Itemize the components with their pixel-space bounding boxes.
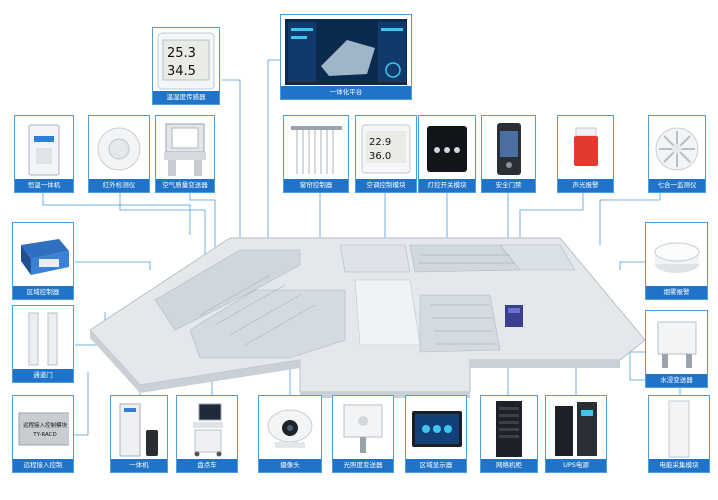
light-switch-card: 灯控开关模块 bbox=[418, 115, 476, 193]
inspection-image bbox=[181, 400, 233, 458]
cabinet-image bbox=[485, 400, 533, 458]
power-collect-card: 电能采集模块 bbox=[648, 395, 710, 473]
multi-gas-card: 七合一监测仪 bbox=[648, 115, 706, 193]
th-reading-bottom: 34.5 bbox=[167, 64, 196, 79]
light-switch-image bbox=[423, 120, 471, 178]
ups-label: UPS电源 bbox=[546, 459, 606, 472]
all-in-one-label: 一体机 bbox=[111, 459, 167, 472]
zone-display-image bbox=[410, 400, 462, 458]
gate-card: 通道门 bbox=[12, 305, 74, 383]
zone-display-label: 区域显示器 bbox=[406, 459, 466, 472]
light-sensor-image bbox=[337, 400, 389, 458]
remote-plate-line1: 远程接入控制模块 bbox=[23, 421, 68, 429]
platform-label: 一体化平台 bbox=[281, 86, 411, 99]
camera-card: 摄像头 bbox=[258, 395, 322, 473]
inspection-card: 盘点车 bbox=[176, 395, 238, 473]
th-reading-top: 25.3 bbox=[167, 46, 196, 61]
air-quality-image bbox=[160, 120, 210, 178]
constant-temp-image bbox=[19, 120, 69, 178]
alarm-label: 声光报警 bbox=[558, 179, 613, 192]
air-quality-label: 空气质量变送器 bbox=[156, 179, 214, 192]
smoke-image bbox=[650, 227, 703, 285]
ac-control-image: 22.9 36.0 bbox=[360, 120, 412, 178]
remote-plate-line2: TY-RACD bbox=[32, 432, 56, 438]
ac-control-card: 22.9 36.0 空调控制模块 bbox=[355, 115, 417, 193]
camera-label: 摄像头 bbox=[259, 459, 321, 472]
curtain-label: 窗帘控制器 bbox=[284, 179, 348, 192]
light-sensor-card: 光照度变送器 bbox=[332, 395, 394, 473]
camera-image bbox=[263, 400, 317, 458]
th-sensor-label: 温湿度传感器 bbox=[153, 91, 219, 104]
ir-detector-card: 红外检测仪 bbox=[88, 115, 150, 193]
light-sensor-label: 光照度变送器 bbox=[333, 459, 393, 472]
ir-detector-label: 红外检测仪 bbox=[89, 179, 149, 192]
gate-label: 通道门 bbox=[13, 369, 73, 382]
gate-image bbox=[17, 310, 69, 368]
power-collect-label: 电能采集模块 bbox=[649, 459, 709, 472]
ac-reading-top: 22.9 bbox=[369, 137, 391, 148]
th-sensor-card: 25.3 34.5 温湿度传感器 bbox=[152, 27, 220, 105]
multi-gas-image bbox=[653, 120, 701, 178]
building-floorplan bbox=[89, 237, 646, 398]
all-in-one-image bbox=[115, 400, 163, 458]
multi-gas-label: 七合一监测仪 bbox=[649, 179, 705, 192]
curtain-card: 窗帘控制器 bbox=[283, 115, 349, 193]
constant-temp-label: 恒温一体机 bbox=[15, 179, 73, 192]
constant-temp-card: 恒温一体机 bbox=[14, 115, 74, 193]
ups-image bbox=[550, 400, 602, 458]
cabinet-card: 网络机柜 bbox=[480, 395, 538, 473]
water-image bbox=[650, 315, 703, 373]
inspection-label: 盘点车 bbox=[177, 459, 237, 472]
all-in-one-card: 一体机 bbox=[110, 395, 168, 473]
remote-label: 远程接入控制 bbox=[13, 459, 73, 472]
platform-card: 一体化平台 bbox=[280, 14, 412, 100]
remote-image: 远程接入控制模块 TY-RACD bbox=[17, 400, 69, 458]
platform-screen-image bbox=[285, 19, 407, 85]
smoke-label: 烟雾报警 bbox=[646, 286, 707, 299]
alarm-image bbox=[562, 120, 609, 178]
smoke-card: 烟雾报警 bbox=[645, 222, 708, 300]
door-access-label: 安全门禁 bbox=[482, 179, 535, 192]
curtain-image bbox=[288, 120, 344, 178]
cabinet-label: 网络机柜 bbox=[481, 459, 537, 472]
power-collect-image bbox=[653, 400, 705, 458]
air-quality-card: 空气质量变送器 bbox=[155, 115, 215, 193]
zone-control-card: 区域控制器 bbox=[12, 222, 74, 300]
water-label: 水浸变送器 bbox=[646, 374, 707, 387]
door-access-image bbox=[486, 120, 531, 178]
ups-card: UPS电源 bbox=[545, 395, 607, 473]
remote-card: 远程接入控制模块 TY-RACD 远程接入控制 bbox=[12, 395, 74, 473]
alarm-card: 声光报警 bbox=[557, 115, 614, 193]
th-sensor-image: 25.3 34.5 bbox=[157, 32, 215, 90]
water-card: 水浸变送器 bbox=[645, 310, 708, 388]
ac-control-label: 空调控制模块 bbox=[356, 179, 416, 192]
light-switch-label: 灯控开关模块 bbox=[419, 179, 475, 192]
zone-display-card: 区域显示器 bbox=[405, 395, 467, 473]
ir-detector-image bbox=[93, 120, 145, 178]
zone-control-image bbox=[17, 227, 69, 285]
zone-control-label: 区域控制器 bbox=[13, 286, 73, 299]
ac-reading-bottom: 36.0 bbox=[369, 151, 391, 162]
door-access-card: 安全门禁 bbox=[481, 115, 536, 193]
